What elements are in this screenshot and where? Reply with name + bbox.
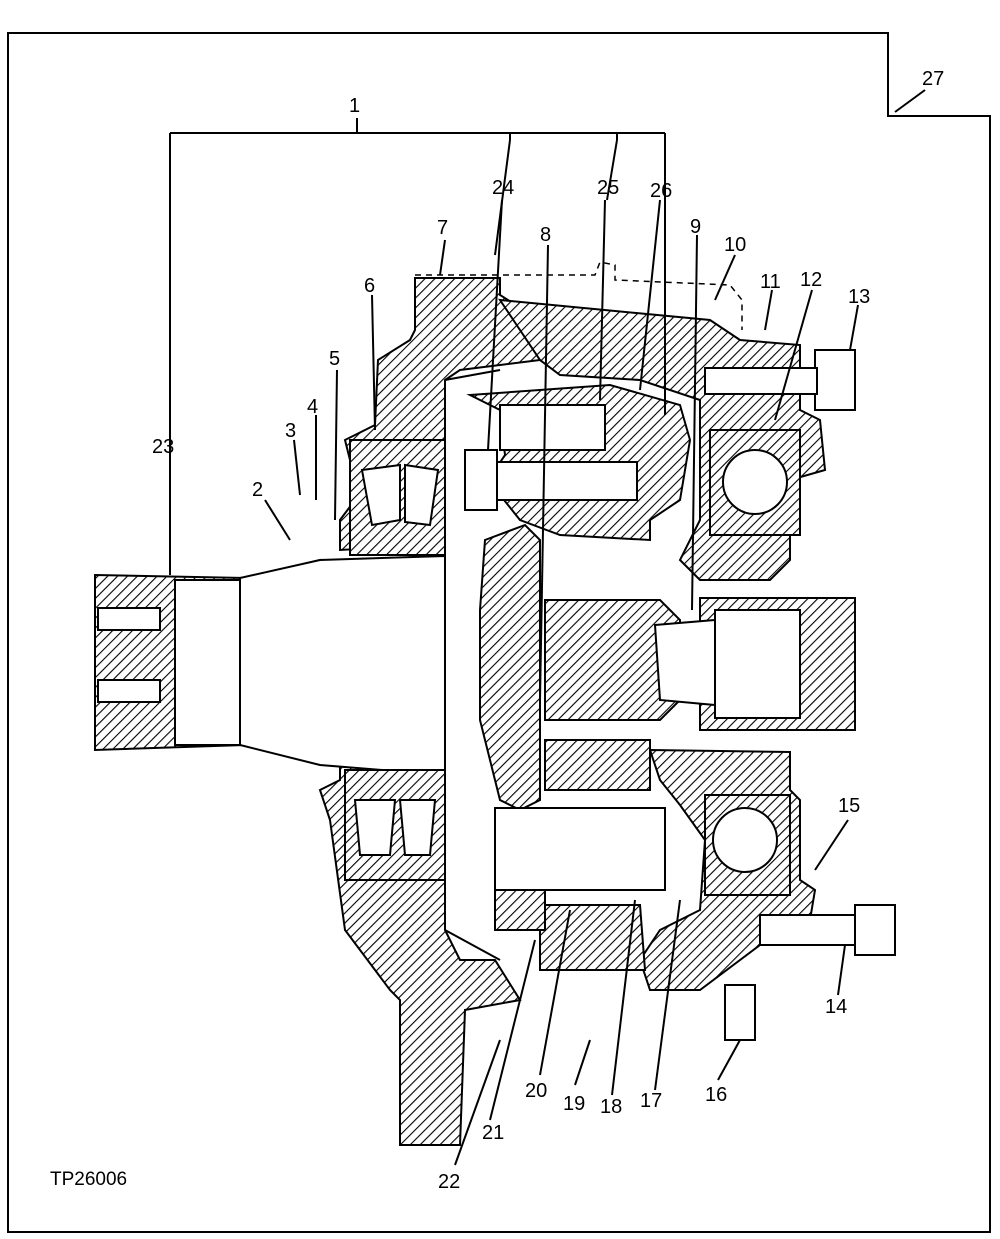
callout-13: 13 xyxy=(848,286,870,308)
right-spline-shaft xyxy=(653,618,716,707)
callout-6: 6 xyxy=(364,275,375,297)
hub-bolt-hole-lower xyxy=(97,679,161,703)
main-shaft xyxy=(239,554,446,777)
upper-ball xyxy=(722,449,788,515)
swash-section xyxy=(479,523,541,812)
bolt-24-shank xyxy=(496,461,638,501)
right-end-bore xyxy=(714,609,801,719)
upper-bearing-rollers xyxy=(360,463,440,527)
callout-10: 10 xyxy=(724,234,746,256)
pin-16 xyxy=(724,984,756,1041)
page-frame xyxy=(7,32,991,1233)
callout-15: 15 xyxy=(838,795,860,817)
callout-8: 8 xyxy=(540,224,551,246)
inner-passage xyxy=(444,369,501,961)
figure-code: TP26006 xyxy=(50,1169,127,1190)
callout-11: 11 xyxy=(760,271,781,293)
hub-bolt-hole-upper xyxy=(97,607,161,631)
callout-labels: 1 2 3 4 5 6 7 8 9 10 11 12 13 14 15 16 1… xyxy=(152,68,944,1193)
callout-21: 21 xyxy=(482,1122,504,1144)
bolt-13-head xyxy=(814,349,856,411)
callout-12: 12 xyxy=(800,269,822,291)
callout-9: 9 xyxy=(690,216,701,238)
callout-23: 23 xyxy=(152,436,174,458)
bolt-13-shank xyxy=(704,367,818,395)
callout-17: 17 xyxy=(640,1090,662,1112)
leader-lines xyxy=(169,89,926,1166)
callout-1: 1 xyxy=(349,95,360,117)
callout-27: 27 xyxy=(922,68,944,90)
lower-bearing-rollers xyxy=(353,799,437,856)
callout-19: 19 xyxy=(563,1093,585,1115)
callout-24: 24 xyxy=(492,177,514,199)
planet-pin xyxy=(494,807,666,891)
callout-16: 16 xyxy=(705,1084,727,1106)
callout-5: 5 xyxy=(329,348,340,370)
callout-25: 25 xyxy=(597,177,619,199)
callout-20: 20 xyxy=(525,1080,547,1102)
lower-gear xyxy=(544,739,651,791)
callout-14: 14 xyxy=(825,996,847,1018)
callout-22: 22 xyxy=(438,1171,460,1193)
bolt-14-head xyxy=(854,904,896,956)
callout-3: 3 xyxy=(285,420,296,442)
callout-26: 26 xyxy=(650,180,672,202)
hub-bore xyxy=(174,579,246,746)
lower-ball xyxy=(712,807,778,873)
ring-gear-lower xyxy=(494,889,546,931)
callout-2: 2 xyxy=(252,479,263,501)
callout-7: 7 xyxy=(437,217,448,239)
gear-25 xyxy=(499,404,606,451)
planet-gear-lower xyxy=(539,904,647,971)
bolt-14-shank xyxy=(759,914,856,946)
top-dashed-outline xyxy=(415,261,743,330)
callout-4: 4 xyxy=(307,396,318,418)
callout-18: 18 xyxy=(600,1096,622,1118)
bolt-24 xyxy=(464,449,498,511)
